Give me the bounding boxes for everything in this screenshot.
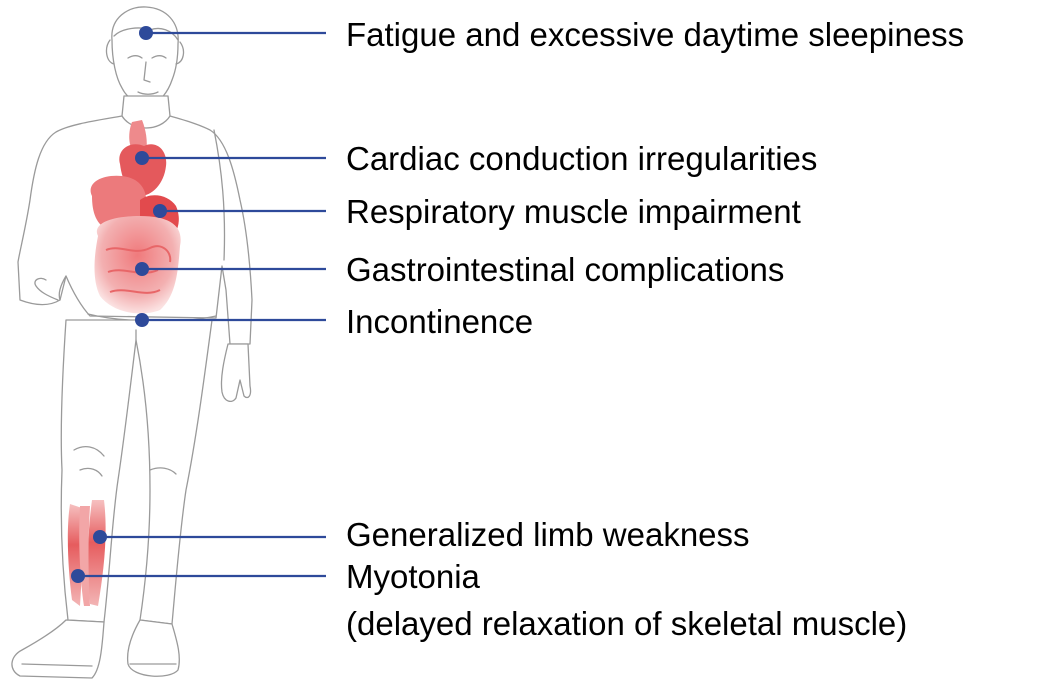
leader-line-limb (93, 530, 326, 544)
legs-outline (12, 320, 212, 678)
label-fatigue: Fatigue and excessive daytime sleepiness (346, 16, 964, 54)
label-cardiac: Cardiac conduction irregularities (346, 140, 817, 178)
marker-dot-heart (135, 151, 149, 165)
label-respiratory: Respiratory muscle impairment (346, 193, 801, 231)
marker-dot-head (139, 26, 153, 40)
head-outline (107, 7, 184, 106)
label-myotonia-description: (delayed relaxation of skeletal muscle) (346, 605, 907, 643)
marker-dot-pelvis (135, 313, 149, 327)
marker-dot-upper-leg-muscle (93, 530, 107, 544)
marker-dot-diaphragm (153, 204, 167, 218)
label-incontinence: Incontinence (346, 303, 533, 341)
label-gastro: Gastrointestinal complications (346, 251, 784, 289)
leg-muscles-illustration (68, 500, 106, 606)
label-limb: Generalized limb weakness (346, 516, 750, 554)
marker-dot-gut (135, 262, 149, 276)
label-myotonia: Myotonia (346, 558, 480, 596)
marker-dot-lower-leg-muscle (71, 569, 85, 583)
